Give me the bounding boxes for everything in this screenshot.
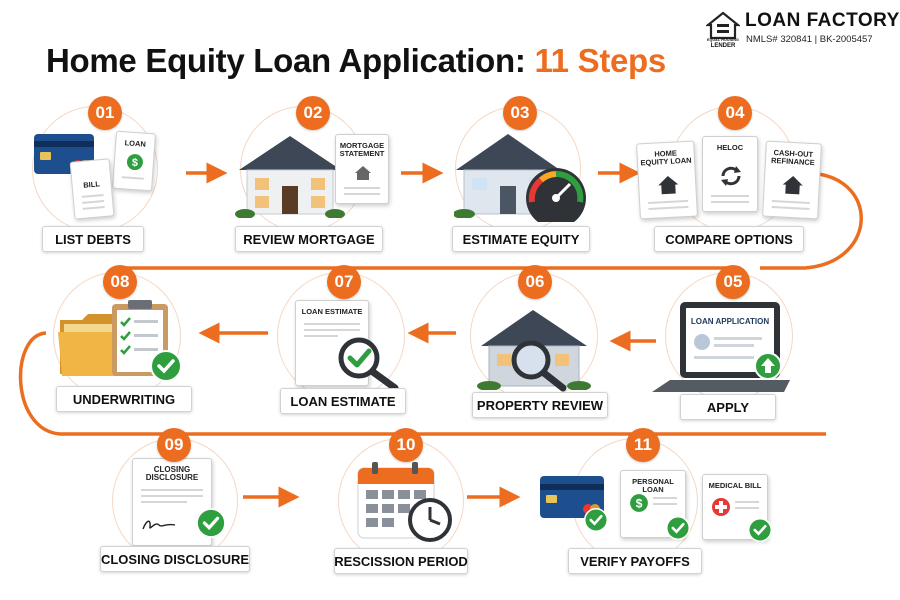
title-main: Home Equity Loan Application:: [46, 42, 535, 79]
step-04-number: 04: [718, 96, 752, 130]
folder-icon: [58, 314, 124, 376]
step-11-illustration: PERSONAL LOAN $ MEDICAL BILL: [536, 470, 776, 546]
svg-text:$: $: [131, 157, 138, 169]
dollar-icon: $: [126, 154, 143, 171]
home-equity-loan-document: HOME EQUITY LOAN: [636, 140, 698, 220]
medical-bill-title: MEDICAL BILL: [708, 481, 762, 490]
upload-icon: [754, 352, 782, 380]
page-title: Home Equity Loan Application: 11 Steps: [46, 42, 666, 80]
step-06-illustration: [475, 302, 595, 394]
equal-housing-text: EQUAL HOUSING LENDER: [706, 37, 740, 49]
home-icon: [782, 176, 803, 195]
equal-housing-line1: EQUAL HOUSING: [706, 38, 740, 42]
step-10-illustration: [354, 460, 454, 544]
step-09-label: CLOSING DISCLOSURE: [100, 546, 250, 572]
step-10-number: 10: [389, 428, 423, 462]
home-equity-loan-title: HOME EQUITY LOAN: [640, 148, 692, 168]
equal-housing-line2: LENDER: [710, 43, 736, 49]
step-11-number: 11: [626, 428, 660, 462]
equal-housing-icon: [706, 11, 740, 40]
brand-name-text: LOAN FACTORY: [745, 10, 900, 31]
step-09-illustration: CLOSING DISCLOSURE: [132, 458, 232, 548]
step-07-number: 07: [327, 265, 361, 299]
heloc-document: HELOC: [702, 136, 758, 212]
cash-out-refinance-document: CASH-OUT REFINANCE: [762, 140, 822, 220]
step-02-illustration: MORTGAGE STATEMENT: [235, 130, 395, 220]
home-icon: [658, 175, 679, 195]
medical-cross-icon: [712, 498, 730, 516]
check-badge-icon: [748, 518, 772, 542]
step-08-number: 08: [103, 265, 137, 299]
refresh-icon: [721, 166, 741, 186]
step-08-illustration: [58, 298, 188, 388]
step-08-label: UNDERWRITING: [56, 386, 192, 412]
check-badge-icon: [666, 516, 690, 540]
check-badge-icon: [584, 508, 608, 532]
loan-document-title: LOAN: [124, 138, 147, 149]
closing-disclosure-title: CLOSING DISCLOSURE: [145, 465, 199, 482]
cash-out-refinance-title: CASH-OUT REFINANCE: [770, 148, 816, 168]
step-07-illustration: LOAN ESTIMATE: [295, 300, 405, 395]
step-03-label: ESTIMATE EQUITY: [452, 226, 590, 252]
step-03-illustration: [452, 128, 592, 223]
step-05-number: 05: [716, 265, 750, 299]
heloc-title: HELOC: [716, 143, 744, 152]
mortgage-statement-title: MORTGAGE STATEMENT: [339, 141, 385, 158]
signature-icon: [142, 520, 176, 530]
title-step-count: 11 Steps: [534, 42, 666, 79]
step-02-label: REVIEW MORTGAGE: [235, 226, 383, 252]
step-04-illustration: HOME EQUITY LOAN HELOC CASH-OUT REFINANC…: [636, 136, 823, 226]
clipboard-checklist-icon: [112, 300, 168, 376]
laptop-icon: [652, 302, 790, 392]
step-05-illustration: LOAN APPLICATION: [650, 300, 790, 395]
loan-estimate-title: LOAN ESTIMATE: [301, 307, 363, 316]
loan-document: LOAN $: [112, 130, 156, 192]
calendar-clock-icon: [357, 462, 452, 542]
home-icon: [355, 166, 371, 180]
brand-block: EQUAL HOUSING LENDER LOAN FACTORY® NMLS#…: [706, 8, 900, 49]
connector-curve-4-5: [760, 171, 863, 270]
dollar-icon: $: [630, 494, 648, 512]
bill-document-title: BILL: [82, 179, 101, 190]
step-01-number: 01: [88, 96, 122, 130]
magnifier-icon: [511, 340, 567, 392]
step-01-label: LIST DEBTS: [42, 226, 144, 252]
check-badge-icon: [150, 350, 182, 382]
step-10-label: RESCISSION PERIOD: [334, 548, 468, 574]
connector-curve-8-9: [18, 331, 826, 436]
loan-application-title: LOAN APPLICATION: [690, 317, 770, 326]
step-09-number: 09: [157, 428, 191, 462]
personal-loan-title: PERSONAL LOAN: [632, 477, 674, 494]
step-04-label: COMPARE OPTIONS: [654, 226, 804, 252]
step-06-number: 06: [518, 265, 552, 299]
svg-text:$: $: [636, 496, 643, 510]
check-badge-icon: [196, 508, 226, 538]
license-numbers: NMLS# 320841 | BK-2005457: [746, 34, 873, 45]
step-11-label: VERIFY PAYOFFS: [568, 548, 702, 574]
step-07-label: LOAN ESTIMATE: [280, 388, 406, 414]
step-01-illustration: LOAN $ BILL: [32, 130, 162, 222]
magnifier-check-icon: [338, 337, 399, 392]
step-05-label: APPLY: [680, 394, 776, 420]
bill-document: BILL: [69, 158, 115, 220]
step-06-label: PROPERTY REVIEW: [472, 392, 608, 418]
step-02-number: 02: [296, 96, 330, 130]
mortgage-statement-document: MORTGAGE STATEMENT: [335, 134, 389, 204]
house-icon: [235, 136, 345, 218]
step-03-number: 03: [503, 96, 537, 130]
medical-bill-document: MEDICAL BILL: [702, 474, 768, 540]
gauge-icon: [526, 168, 586, 222]
